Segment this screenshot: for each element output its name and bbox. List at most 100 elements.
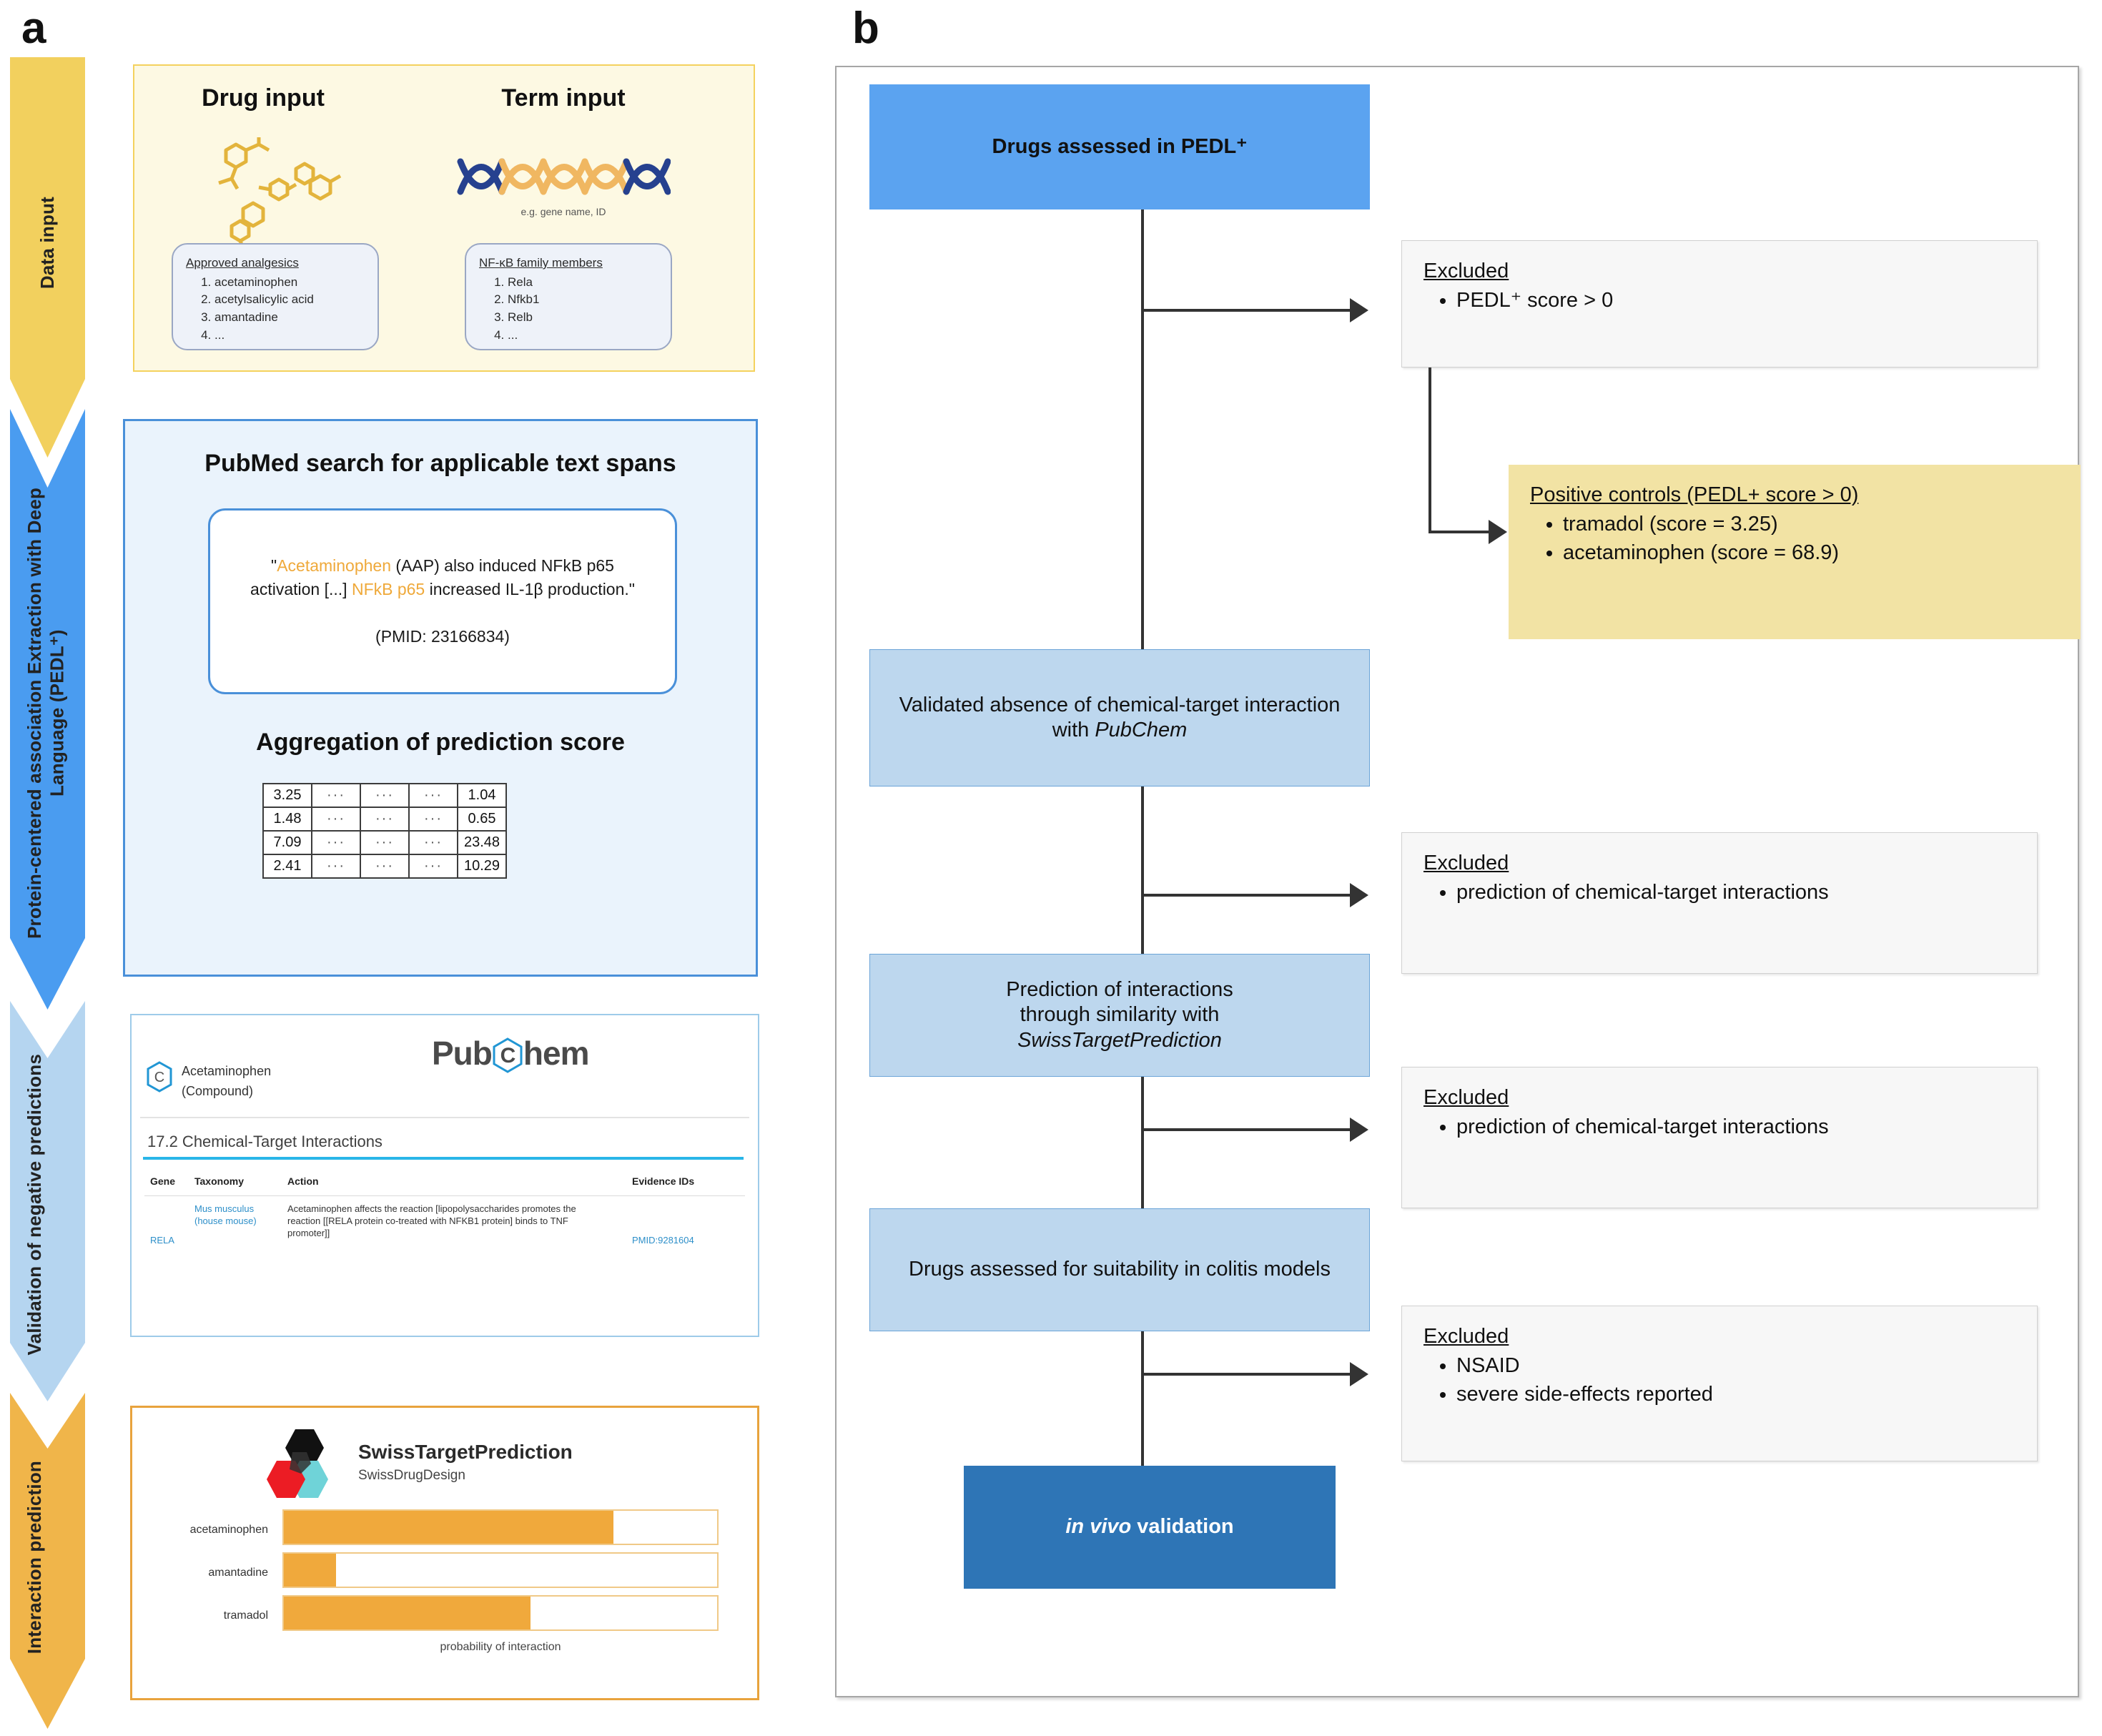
flow-arrow-4-line [1143, 1373, 1351, 1376]
bar-track-acetaminophen [282, 1509, 719, 1545]
quote-highlight-drug: Acetaminophen [277, 556, 392, 576]
molecule-icon [218, 137, 342, 254]
swiss-axis-label: probability of interaction [440, 1641, 561, 1653]
list-item: Rela [508, 274, 658, 292]
flow-arrow-3-line [1143, 1128, 1351, 1131]
bar-fill-tramadol [284, 1597, 531, 1629]
bar-label-acetaminophen: acetaminophen [189, 1524, 268, 1536]
pubchem-hex-c-icon: C [492, 1037, 523, 1073]
excluded-box-3: Excluded prediction of chemical-target i… [1401, 1067, 2038, 1208]
stage-label-validation: Validation of negative predictions [23, 1054, 45, 1356]
flow-arrow-1-line [1143, 309, 1351, 312]
stage-label-pedl: Protein-centered association Extraction … [23, 487, 68, 939]
bar-track-tramadol [282, 1595, 719, 1631]
quote-highlight-protein: NFkB p65 [351, 579, 425, 598]
score-cell: ··· [408, 807, 458, 832]
flow-arrow-3-head [1350, 1118, 1368, 1142]
approved-analgesics-listbox: Approved analgesics acetaminophen acetyl… [172, 243, 379, 350]
pmid-label: (PMID: 23166834) [375, 627, 510, 646]
stage-arrow-interaction-prediction: Interaction prediction [10, 1393, 85, 1729]
score-cell: ··· [311, 854, 361, 879]
pubchem-compound-name: Acetaminophen [182, 1064, 272, 1078]
flow-node-swiss-line3: SwissTargetPrediction [1017, 1028, 1222, 1052]
pubchem-card: Pub C hem C Acetaminophen (Compound) 17.… [130, 1014, 759, 1337]
col-header-evidence: Evidence IDs [632, 1175, 695, 1187]
bar-fill-amantadine [284, 1554, 336, 1587]
list-item: acetylsalicylic acid [214, 291, 365, 309]
score-cell: ··· [360, 830, 410, 855]
flow-node-in-vivo-validation: in vivo validation [964, 1466, 1336, 1589]
score-cell: 1.48 [262, 807, 312, 832]
pedl-card: PubMed search for applicable text spans … [123, 419, 758, 977]
arrow-shape-icon [10, 1393, 85, 1729]
nfkb-family-listbox: NF-κB family members Rela Nfkb1 Relb ... [465, 243, 672, 350]
stage-label-interaction-prediction: Interaction prediction [23, 1460, 45, 1654]
positive-controls-arrow-head [1489, 520, 1507, 544]
score-cell: ··· [408, 830, 458, 855]
flow-arrow-4-head [1350, 1362, 1368, 1386]
flow-arrow-1-head [1350, 298, 1368, 322]
swisstargetprediction-card: SwissTargetPrediction SwissDrugDesign ac… [130, 1406, 759, 1700]
svg-text:C: C [500, 1044, 515, 1067]
compound-hex-icon: C [147, 1061, 172, 1093]
list-item: acetaminophen (score = 68.9) [1563, 540, 2059, 566]
positive-controls-connector-vertical [1429, 368, 1431, 533]
excluded-box-2: Excluded prediction of chemical-target i… [1401, 832, 2038, 974]
excluded-items-3: prediction of chemical-target interactio… [1423, 1114, 2015, 1140]
excluded-heading-3: Excluded [1423, 1086, 1509, 1109]
aggregation-title: Aggregation of prediction score [256, 729, 625, 756]
score-cell: 23.48 [457, 830, 507, 855]
arrow-shape-icon [10, 57, 85, 458]
divider [140, 1117, 749, 1118]
flow-spine [1141, 209, 1144, 1467]
flow-node-start: Drugs assessed in PEDL⁺ [869, 84, 1370, 209]
excluded-heading-4: Excluded [1423, 1325, 1509, 1348]
list-item: severe side-effects reported [1456, 1381, 2015, 1407]
excluded-box-1: Excluded PEDL⁺ score > 0 [1401, 240, 2038, 368]
score-cell: 7.09 [262, 830, 312, 855]
flow-node-pubchem-validation: Validated absence of chemical-target int… [869, 649, 1370, 786]
term-input-caption: e.g. gene name, ID [520, 206, 606, 217]
positive-controls-items: tramadol (score = 3.25) acetaminophen (s… [1530, 511, 2059, 566]
cell-gene: RELA [150, 1235, 174, 1246]
divider [144, 1195, 745, 1196]
drug-input-title: Drug input [202, 84, 325, 112]
flow-arrow-2-line [1143, 894, 1351, 897]
in-vivo-rest: validation [1131, 1515, 1234, 1539]
flow-node-swiss-line1: Prediction of interactions [1006, 977, 1233, 1001]
score-cell: ··· [408, 783, 458, 808]
bar-label-tramadol: tramadol [223, 1609, 268, 1622]
stage-arrow-data-input: Data input [10, 57, 85, 458]
list-item: Nfkb1 [508, 291, 658, 309]
score-cell: 10.29 [457, 854, 507, 879]
bar-track-amantadine [282, 1552, 719, 1588]
flow-arrow-2-head [1350, 883, 1368, 907]
excluded-items-1: PEDL⁺ score > 0 [1423, 287, 2015, 313]
data-input-card: Drug input Term input [133, 64, 755, 372]
flow-node-swiss-line2: through similarity with [1020, 1003, 1220, 1027]
col-header-gene: Gene [150, 1175, 176, 1187]
arrow-shape-icon [10, 409, 85, 1010]
list-item: PEDL⁺ score > 0 [1456, 287, 2015, 313]
text-span-quote-box: "Acetaminophen (AAP) also induced NFkB p… [208, 508, 677, 694]
excluded-items-4: NSAID severe side-effects reported [1423, 1353, 2015, 1408]
in-vivo-text: in vivo validation [1065, 1514, 1233, 1539]
list-item: acetaminophen [214, 274, 365, 292]
table-row: 2.41 ··· ··· ··· 10.29 [262, 854, 507, 879]
pubchem-logo: Pub C hem [432, 1034, 590, 1073]
excluded-items-2: prediction of chemical-target interactio… [1423, 879, 2015, 905]
score-cell: 1.04 [457, 783, 507, 808]
pubmed-search-title: PubMed search for applicable text spans [204, 450, 676, 477]
nfkb-family-items: Rela Nfkb1 Relb ... [479, 274, 658, 345]
pubchem-logo-post: hem [523, 1035, 590, 1072]
list-item: ... [214, 327, 365, 345]
list-item: NSAID [1456, 1353, 2015, 1379]
pubchem-compound-kind: (Compound) [182, 1084, 254, 1098]
arrow-shape-icon [10, 1001, 85, 1401]
score-cell: ··· [360, 783, 410, 808]
quote-text: "Acetaminophen (AAP) also induced NFkB p… [235, 554, 651, 601]
bar-fill-acetaminophen [284, 1511, 613, 1544]
stage-arrow-pedl: Protein-centered association Extraction … [10, 409, 85, 1010]
score-cell: ··· [360, 807, 410, 832]
cell-action: Acetaminophen affects the reaction [lipo… [287, 1203, 576, 1239]
